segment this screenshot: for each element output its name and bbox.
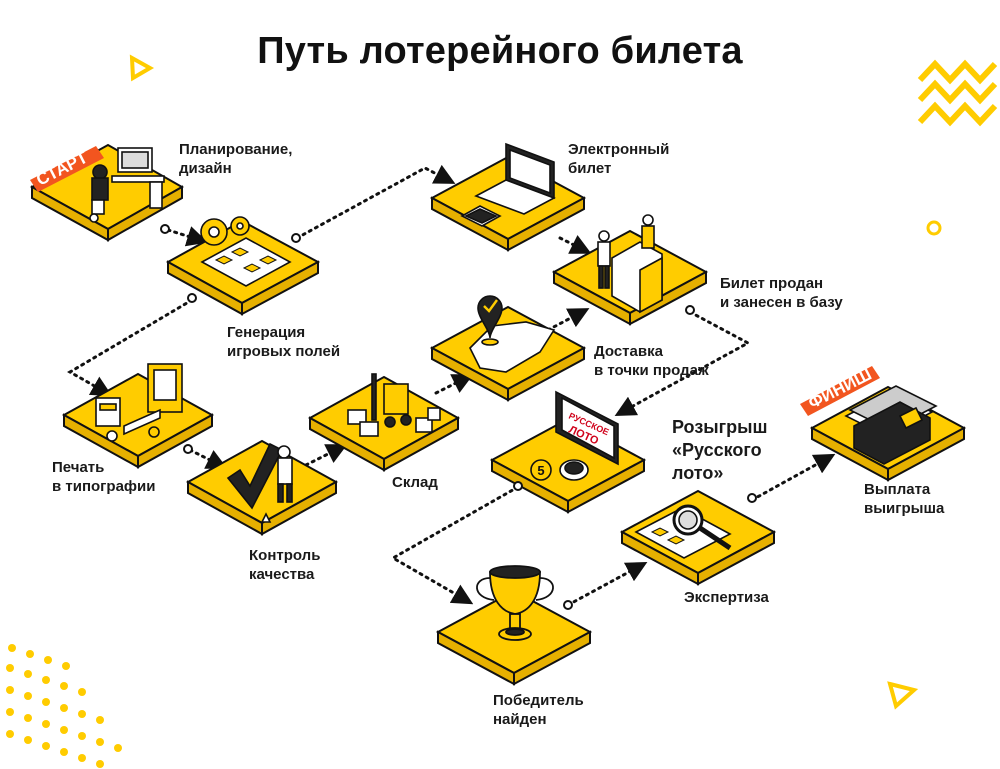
connector-node [291, 233, 301, 243]
page-title: Путь лотерейного билета [257, 30, 743, 72]
connector-quality-warehouse [304, 444, 348, 467]
step-label-planning: Планирование,дизайн [179, 141, 293, 177]
step-label-warehouse: Склад [392, 474, 438, 491]
designer-desk-icon [89, 147, 165, 223]
connector-printing-quality [188, 448, 228, 469]
connector-planning-generation [166, 226, 209, 247]
connector-delivery-sold [546, 308, 590, 332]
laptop-tablet-icon [460, 142, 556, 227]
printing-press-icon [95, 363, 183, 442]
connector-node [187, 293, 197, 303]
lotto-draw-icon: РУССКОЕ ЛОТО 5 [530, 390, 619, 481]
connector-node [513, 481, 523, 491]
connector-generation-eticket [295, 164, 456, 240]
wallet-money-icon [844, 385, 938, 465]
dots-deco-icon [6, 644, 122, 768]
connector-node [747, 493, 757, 503]
step-label-expertise: Экспертиза [684, 589, 769, 606]
connector-expertise-payout [750, 453, 836, 502]
gears-ticket-icon [200, 216, 292, 287]
connector-node [563, 600, 573, 610]
map-pin-icon [469, 295, 556, 373]
platform-warehouse [307, 375, 461, 472]
connector-sold-draw [614, 310, 752, 417]
connector-warehouse-delivery [434, 374, 474, 395]
lotto-ball-number: 5 [537, 463, 544, 478]
connector-nodes [160, 224, 757, 610]
ring-deco-icon [926, 220, 942, 236]
magnifier-ticket-icon [634, 504, 732, 559]
trophy-cup-icon [476, 565, 554, 641]
connector-node [685, 305, 695, 315]
zigzag-deco-icon [917, 79, 998, 105]
connector-eticket-sold [558, 234, 592, 254]
connector-node [183, 444, 193, 454]
platform-draw [489, 417, 647, 514]
sales-counter-icon [597, 214, 663, 314]
decorations [6, 54, 998, 768]
zigzag-deco-icon [917, 59, 998, 85]
connector-draw-winner [389, 485, 520, 605]
forklift-boxes-icon [347, 373, 441, 437]
triangle-deco-icon [129, 54, 155, 82]
connectors [67, 164, 836, 607]
checkmark-inspector-icon [226, 442, 293, 523]
zigzag-deco-icon [917, 101, 998, 127]
connector-node [160, 224, 170, 234]
connector-winner-expertise [566, 561, 648, 607]
triangle-deco-icon [887, 681, 919, 710]
connector-generation-printing [67, 298, 194, 397]
